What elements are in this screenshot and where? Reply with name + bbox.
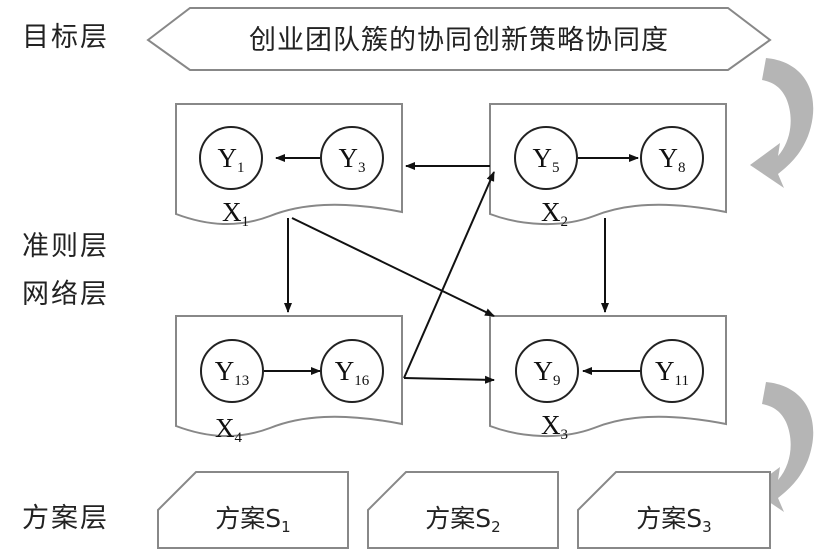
- cluster-label-x1: X1: [222, 197, 249, 230]
- node-label: Y1: [218, 143, 245, 176]
- node-circle: [320, 339, 384, 403]
- layer-label-scheme: 方案层: [22, 503, 109, 534]
- node-circle: [199, 126, 263, 190]
- node-circle: [640, 126, 704, 190]
- node-y3: Y3: [320, 126, 384, 190]
- scheme-plate: [367, 471, 559, 549]
- node-label: Y9: [534, 356, 561, 389]
- layer-label-network: 网络层: [22, 279, 109, 310]
- node-y5: Y5: [514, 126, 578, 190]
- scheme-label: 方案S3: [636, 504, 711, 536]
- goal-banner-shape: [146, 7, 772, 71]
- node-label: Y8: [659, 143, 686, 176]
- node-circle: [514, 126, 578, 190]
- node-y16: Y16: [320, 339, 384, 403]
- edge-x1-x3: [291, 217, 495, 317]
- scheme-s1: 方案S1: [157, 471, 349, 549]
- node-circle: [200, 339, 264, 403]
- edge-x4-x3: [403, 375, 495, 384]
- curved-arrow-icon: [750, 58, 814, 188]
- scheme-plate: [577, 471, 771, 549]
- node-label: Y3: [339, 143, 366, 176]
- layer-label-goal: 目标层: [22, 22, 109, 53]
- node-y13: Y13: [200, 339, 264, 403]
- goal-banner: 创业团队簇的协同创新策略协同度: [146, 7, 772, 71]
- scheme-label: 方案S1: [215, 504, 290, 536]
- node-y9: Y9: [515, 339, 579, 403]
- layer-label-criteria: 准则层: [22, 231, 109, 262]
- cluster-label-x3: X3: [541, 410, 568, 443]
- scheme-s3: 方案S3: [577, 471, 771, 549]
- node-y1: Y1: [199, 126, 263, 190]
- node-y11: Y11: [640, 339, 704, 403]
- node-circle: [515, 339, 579, 403]
- scheme-s2: 方案S2: [367, 471, 559, 549]
- goal-title: 创业团队簇的协同创新策略协同度: [249, 25, 669, 56]
- node-circle: [320, 126, 384, 190]
- node-circle: [640, 339, 704, 403]
- cluster-label-x2: X2: [541, 197, 568, 230]
- edges: [264, 154, 640, 384]
- scheme-label: 方案S2: [425, 504, 500, 536]
- cluster-label-x4: X4: [215, 413, 243, 446]
- node-label: Y13: [215, 356, 250, 389]
- scheme-plate: [157, 471, 349, 549]
- node-y8: Y8: [640, 126, 704, 190]
- edge-x4-x2: [403, 171, 495, 379]
- node-label: Y5: [533, 143, 560, 176]
- node-label: Y11: [655, 356, 689, 389]
- node-label: Y16: [335, 356, 370, 389]
